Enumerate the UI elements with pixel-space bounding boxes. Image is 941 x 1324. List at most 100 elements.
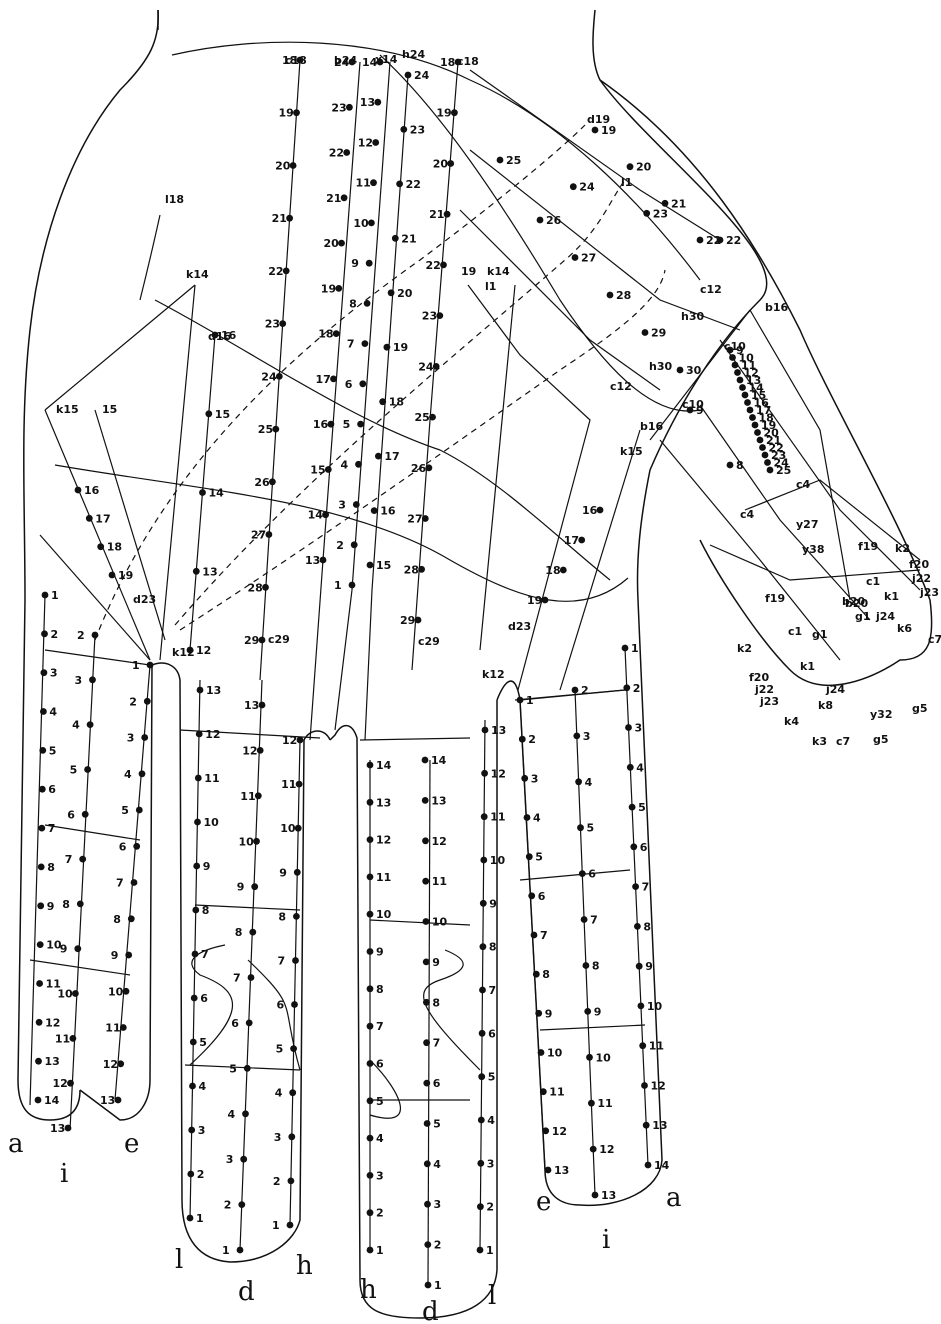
acupoint-number: 6 [231, 1017, 239, 1030]
acupoint-number: 4 [49, 706, 57, 719]
acupoint-dot [269, 478, 276, 485]
acupoint-number: 5 [376, 1095, 384, 1108]
finger-label-h-left: h [296, 1251, 313, 1281]
acupoint-dot [293, 109, 300, 116]
acupoint-dot [444, 211, 451, 218]
acupoint-dot [479, 987, 486, 994]
acupoint-dot [191, 995, 198, 1002]
acupoint-dot [136, 807, 143, 814]
acupoint-number: 1 [434, 1279, 442, 1292]
acupoint-dot [367, 1060, 374, 1067]
acupoint-dot [367, 948, 374, 955]
acupoint-dot [570, 183, 577, 190]
acupoint-number: 22 [706, 234, 721, 247]
acupoint-dot [187, 1171, 194, 1178]
finger-label-d-left: d [238, 1277, 255, 1307]
acupoint-number: 13 [652, 1119, 667, 1132]
acupoint-dot [480, 900, 487, 907]
acupoint-number: 2 [633, 682, 641, 695]
acupoint-dot [368, 220, 375, 227]
label-h30-b: h30 [649, 360, 672, 373]
acupoint-number: 18 [389, 396, 404, 409]
acupoint-dot [737, 377, 744, 384]
acupoint-number: 13 [45, 1055, 60, 1068]
acupoint-dot [627, 163, 634, 170]
label-c29-right: c29 [418, 635, 440, 648]
acupoint-dot [120, 1024, 127, 1031]
acupoint-number: 12 [376, 834, 391, 847]
acupoint-numbers: 1234567891011121314234567891011121312345… [44, 54, 791, 1292]
acupoint-number: 7 [48, 822, 56, 835]
acupoint-number: 28 [616, 289, 631, 302]
acupoint-number: 2 [224, 1199, 232, 1212]
acupoint-number: 11 [55, 1032, 70, 1045]
acupoint-number: 7 [433, 1037, 441, 1050]
acupoint-dot [147, 662, 154, 669]
acupoint-number: 12 [196, 644, 211, 657]
acupoint-dot [257, 747, 264, 754]
acupoint-dot [117, 1060, 124, 1067]
acupoint-number: 6 [538, 890, 546, 903]
label-x14: x14 [375, 53, 398, 66]
acupoint-number: 4 [72, 719, 80, 732]
acupoint-dot [92, 632, 99, 639]
acupoint-dot [579, 870, 586, 877]
acupoint-dot [196, 731, 203, 738]
acupoint-number: 5 [343, 418, 351, 431]
acupoint-dot [335, 285, 342, 292]
label-c7-right: c7 [928, 633, 941, 646]
label-c1-low: c1 [788, 625, 802, 638]
acupoint-dot [732, 362, 739, 369]
acupoint-number: 2 [376, 1207, 384, 1220]
acupoint-number: 5 [276, 1043, 284, 1056]
acupoint-number: 4 [433, 1158, 441, 1171]
acupoint-dot [643, 210, 650, 217]
acupoint-number: 23 [265, 318, 280, 331]
acupoint-dot [528, 892, 535, 899]
acupoint-number: 3 [487, 1157, 495, 1170]
acupoint-number: 1 [272, 1219, 280, 1232]
acupoint-number: 12 [358, 137, 373, 150]
acupoint-number: 1 [196, 1212, 204, 1225]
acupoint-number: 9 [545, 1007, 553, 1020]
acupoint-dot [190, 1039, 197, 1046]
acupoint-number: 11 [240, 790, 255, 803]
acupoint-number: 17 [316, 373, 331, 386]
acupoint-number: 2 [528, 733, 536, 746]
acupoint-number: 12 [53, 1077, 68, 1090]
label-k6-top: k6 [897, 622, 912, 635]
acupoint-dot [370, 179, 377, 186]
acupoint-number: 5 [433, 1118, 441, 1131]
acupoint-number: 12 [491, 767, 506, 780]
label-c7-low: c7 [836, 735, 850, 748]
acupoint-dot [37, 902, 44, 909]
acupoint-number: 13 [244, 699, 259, 712]
acupoint-dot [367, 562, 374, 569]
acupoint-number: 6 [433, 1077, 441, 1090]
acupoint-dot [629, 804, 636, 811]
acupoint-number: 3 [127, 732, 135, 745]
acupoint-dot [359, 380, 366, 387]
acupoint-number: 1 [132, 659, 140, 672]
acupoint-number: 14 [308, 509, 324, 522]
acupoint-dot [276, 373, 283, 380]
acupoint-number: 6 [488, 1027, 496, 1040]
acupoint-dot [497, 157, 504, 164]
acupoint-number: 25 [776, 464, 791, 477]
acupoint-dot [290, 162, 297, 169]
label-l1-top: l1 [621, 176, 632, 189]
label-k12-left: k12 [172, 646, 195, 659]
acupoint-dot [125, 952, 132, 959]
acupoint-dot [72, 990, 79, 997]
acupoint-dot [418, 566, 425, 573]
acupoint-number: 10 [204, 816, 220, 829]
acupoint-dot [322, 511, 329, 518]
acupoint-dot [259, 702, 266, 709]
acupoint-dot [517, 697, 524, 704]
acupoint-number: 3 [434, 1198, 442, 1211]
acupoint-dot [578, 537, 585, 544]
acupoint-number: 1 [334, 579, 342, 592]
label-c1-top: c1 [866, 575, 880, 588]
acupoint-dot [697, 237, 704, 244]
